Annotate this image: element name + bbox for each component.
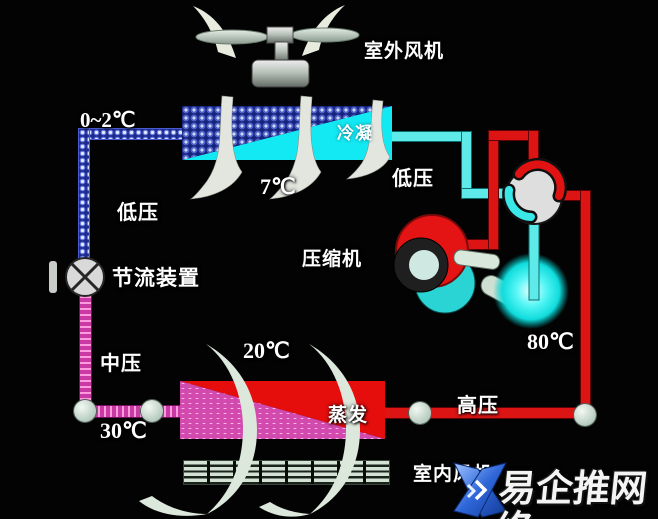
throttle-valve-icon <box>49 257 105 297</box>
compressor-red-disc <box>395 214 469 288</box>
pipe-mediumpressure-vertical <box>80 296 91 412</box>
compressor-hub <box>409 250 439 280</box>
compressor <box>393 214 569 329</box>
outdoor-fan <box>195 26 360 88</box>
valve-body <box>505 167 563 225</box>
temp-indoor-air: 20℃ <box>243 338 290 363</box>
low-pressure-left: 低压 <box>117 202 159 224</box>
pipe-suction-3 <box>462 189 509 198</box>
low-pressure-right: 低压 <box>392 168 434 190</box>
pipe-node <box>74 400 96 422</box>
airflow-swoosh-top-right <box>302 5 345 56</box>
fan-blade-left <box>195 29 269 45</box>
pipe-discharge-1 <box>460 240 498 249</box>
compressor-piston <box>480 275 529 311</box>
pipe-node <box>141 400 163 422</box>
fan-shaft <box>274 41 289 63</box>
watermark-logo <box>453 462 507 518</box>
pipe-valve-to-compressor <box>528 215 540 301</box>
valve-cold-path <box>504 186 535 221</box>
pipe-suction-2 <box>462 132 471 198</box>
pipe-node <box>574 404 596 426</box>
outdoor-fan-label: 室外风机 <box>364 41 445 62</box>
condenser-label: 冷凝 <box>337 124 373 143</box>
pipe-discharge-3 <box>489 131 538 140</box>
temp-condenser-air: 7℃ <box>260 174 296 199</box>
pipe-mediumpressure-horizontal <box>80 406 182 417</box>
pipe-node <box>409 402 431 424</box>
compressor-cyan-body <box>414 252 476 314</box>
pipe-highpressure-1 <box>556 191 590 200</box>
pipe-discharge-4 <box>529 131 538 175</box>
pipe-suction-1 <box>392 132 471 141</box>
fan-hub <box>266 26 294 44</box>
evaporator-label: 蒸发 <box>328 405 369 426</box>
temp-discharge: 80℃ <box>527 329 574 354</box>
pipe-lowpressure-horizontal <box>79 129 183 139</box>
temp-outdoor-coil: 0~2℃ <box>80 108 136 132</box>
compressor-rod <box>453 249 501 270</box>
valve-hot-path <box>515 160 565 200</box>
compressor-label: 压缩机 <box>302 249 363 270</box>
pipe-discharge-2 <box>489 131 498 249</box>
fan-blade-right <box>290 27 360 43</box>
pipe-highpressure-2 <box>581 191 590 418</box>
throttle-label: 节流装置 <box>112 267 200 290</box>
high-pressure: 高压 <box>457 395 499 417</box>
pipe-lowpressure-vertical <box>79 129 89 260</box>
medium-pressure: 中压 <box>100 353 142 375</box>
watermark-text: 易企推网络 <box>493 466 650 519</box>
throttle-side-bar <box>49 261 57 293</box>
airflow-arc-hook-1 <box>139 496 207 516</box>
compressor-glow <box>493 253 569 329</box>
airflow-swoosh-top-left <box>193 6 236 58</box>
pipe-highpressure-3 <box>385 408 590 418</box>
indoor-fan-grille <box>183 460 390 485</box>
fan-motor-body <box>251 59 310 88</box>
compressor-ring <box>393 237 449 293</box>
airflow-arc-hook-2 <box>259 502 310 517</box>
temp-liquid-line: 30℃ <box>100 418 147 443</box>
